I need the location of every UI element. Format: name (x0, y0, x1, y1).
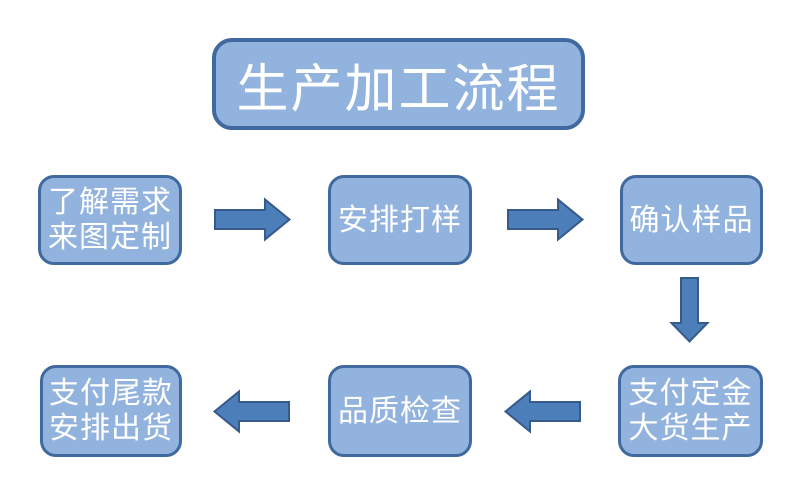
step-confirm-sample: 确认样品 (620, 175, 763, 265)
step-text-line: 安排打样 (338, 202, 462, 238)
step-text-line: 支付尾款 (49, 376, 173, 411)
step-text-line: 安排出货 (49, 411, 173, 446)
step-text-line: 品质检查 (338, 393, 462, 429)
step-text-line: 大货生产 (628, 411, 753, 446)
step-pay-deposit-production: 支付定金 大货生产 (618, 365, 763, 457)
step-quality-inspection: 品质检查 (328, 365, 472, 457)
step-text-line: 了解需求 (48, 185, 172, 220)
arrow-left-icon (212, 389, 290, 434)
arrow-down-icon (669, 277, 710, 343)
arrow-right-icon (214, 197, 292, 242)
arrow-right-icon (507, 197, 585, 242)
step-arrange-sampling: 安排打样 (328, 175, 472, 265)
step-text-line: 支付定金 (628, 376, 753, 411)
flowchart-title-box: 生产加工流程 (212, 38, 585, 130)
step-text-line: 确认样品 (629, 202, 754, 238)
arrow-left-icon (503, 389, 581, 434)
step-text-line: 来图定制 (48, 220, 172, 255)
flowchart-title: 生产加工流程 (236, 59, 561, 120)
step-understand-requirements: 了解需求 来图定制 (38, 175, 182, 265)
step-pay-balance-ship: 支付尾款 安排出货 (40, 365, 182, 457)
